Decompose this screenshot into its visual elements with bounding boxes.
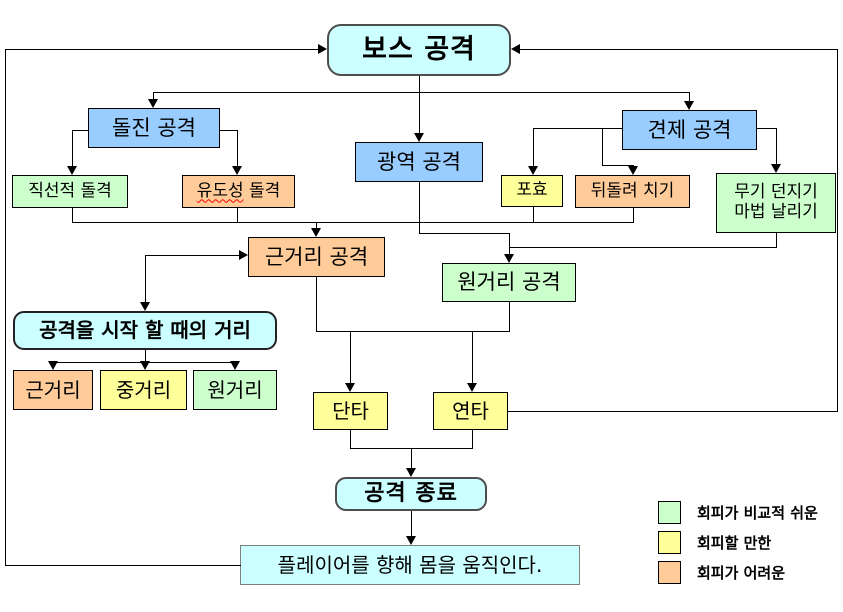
arrowhead [318, 44, 327, 54]
connector-line [509, 233, 510, 259]
connector-line [509, 302, 510, 332]
connector-line [689, 92, 690, 106]
connector-line [533, 128, 623, 129]
arrowhead [67, 166, 77, 175]
connector-line [411, 511, 412, 540]
connector-line [602, 165, 634, 166]
legend-swatch-medium [658, 530, 681, 554]
connector-line [419, 92, 420, 138]
legend-label-hard: 회피가 어려운 [697, 563, 786, 582]
connector-line [350, 331, 351, 387]
legend-swatch-easy [658, 500, 681, 524]
arrowhead [148, 99, 158, 108]
legend-label-medium: 회피할 만한 [697, 533, 772, 552]
node-start-distance: 공격을 시작 할 때의 거리 [13, 311, 277, 350]
arrowhead [232, 166, 242, 175]
connector-line [508, 411, 838, 412]
connector-line [316, 331, 510, 332]
arrowhead [684, 101, 694, 110]
node-mid-distance: 중거리 [100, 370, 187, 410]
legend-swatch-hard [658, 560, 681, 584]
arrowhead [311, 228, 321, 237]
arrowhead [771, 164, 781, 173]
connector-line [776, 233, 777, 248]
connector-line [72, 130, 73, 170]
arrowhead [504, 254, 514, 263]
connector-line [72, 222, 634, 223]
connector-line [419, 233, 510, 234]
connector-line [509, 247, 777, 248]
connector-line [237, 130, 238, 170]
legend-item-hard: 회피가 어려운 [658, 560, 838, 584]
connector-line [472, 331, 473, 387]
node-guided-charge: 유도성 돌격 [182, 175, 295, 208]
connector-line [72, 130, 89, 131]
connector-line [757, 128, 777, 129]
connector-line [602, 128, 603, 166]
arrowhead [140, 361, 150, 370]
node-charge-attack: 돌진 공격 [88, 108, 220, 148]
arrowhead [239, 250, 248, 260]
node-single-hit: 단타 [313, 392, 388, 430]
legend: 회피가 비교적 쉬운 회피할 만한 회피가 어려운 [658, 500, 838, 590]
node-ranged-attack: 원거리 공격 [442, 263, 576, 302]
magic-cast-line: 마법 날리기 [734, 202, 818, 222]
connector-line [316, 277, 317, 332]
arrowhead [406, 468, 416, 477]
connector-line [316, 222, 317, 233]
node-linear-charge: 직선적 돌격 [12, 175, 128, 208]
node-near-distance: 근거리 [13, 370, 93, 410]
guided-charge-word-underlined: 유도성 [196, 180, 244, 201]
connector-line [837, 49, 838, 412]
connector-line [237, 208, 238, 223]
node-attack-end: 공격 종료 [335, 477, 487, 511]
connector-line [411, 448, 412, 472]
arrowhead [230, 361, 240, 370]
node-check-attack: 견제 공격 [622, 110, 757, 150]
legend-label-easy: 회피가 비교적 쉬운 [697, 503, 818, 522]
arrowhead [140, 302, 150, 311]
connector-line [5, 49, 6, 566]
arrowhead [628, 166, 638, 175]
guided-charge-word: 돌격 [249, 180, 281, 201]
connector-line [419, 182, 420, 234]
weapon-throw-line: 무기 던지기 [734, 182, 818, 203]
connector-line [533, 207, 534, 223]
connector-line [519, 49, 838, 50]
connector-line [776, 128, 777, 168]
node-area-attack: 광역 공격 [355, 142, 483, 182]
node-far-distance: 원거리 [193, 370, 277, 410]
connector-line [145, 255, 146, 306]
connector-line [533, 128, 534, 170]
node-boss-attack: 보스 공격 [327, 24, 511, 76]
arrowhead [414, 133, 424, 142]
connector-line [419, 76, 420, 93]
arrowhead [406, 536, 416, 545]
node-spin-hit: 뒤돌려 치기 [575, 175, 690, 208]
arrowhead [345, 383, 355, 392]
connector-line [145, 350, 146, 363]
node-move-to-player: 플레이어를 향해 몸을 움직인다. [240, 545, 580, 585]
node-multi-hit: 연타 [433, 392, 508, 430]
arrowhead [467, 383, 477, 392]
connector-line [153, 92, 154, 104]
connector-line [5, 565, 241, 566]
connector-line [5, 49, 320, 50]
connector-line [472, 430, 473, 449]
connector-line [350, 430, 351, 449]
arrowhead [528, 166, 538, 175]
node-roar: 포효 [501, 175, 563, 207]
connector-line [153, 92, 690, 93]
connector-line [72, 208, 73, 223]
arrowhead [511, 44, 520, 54]
node-weapon-throw-magic: 무기 던지기 마법 날리기 [716, 173, 836, 233]
legend-item-medium: 회피할 만한 [658, 530, 838, 554]
legend-item-easy: 회피가 비교적 쉬운 [658, 500, 838, 524]
node-melee-attack: 근거리 공격 [248, 237, 385, 277]
connector-line [633, 208, 634, 223]
connector-line [220, 130, 238, 131]
arrowhead [48, 361, 58, 370]
connector-line [145, 255, 242, 256]
